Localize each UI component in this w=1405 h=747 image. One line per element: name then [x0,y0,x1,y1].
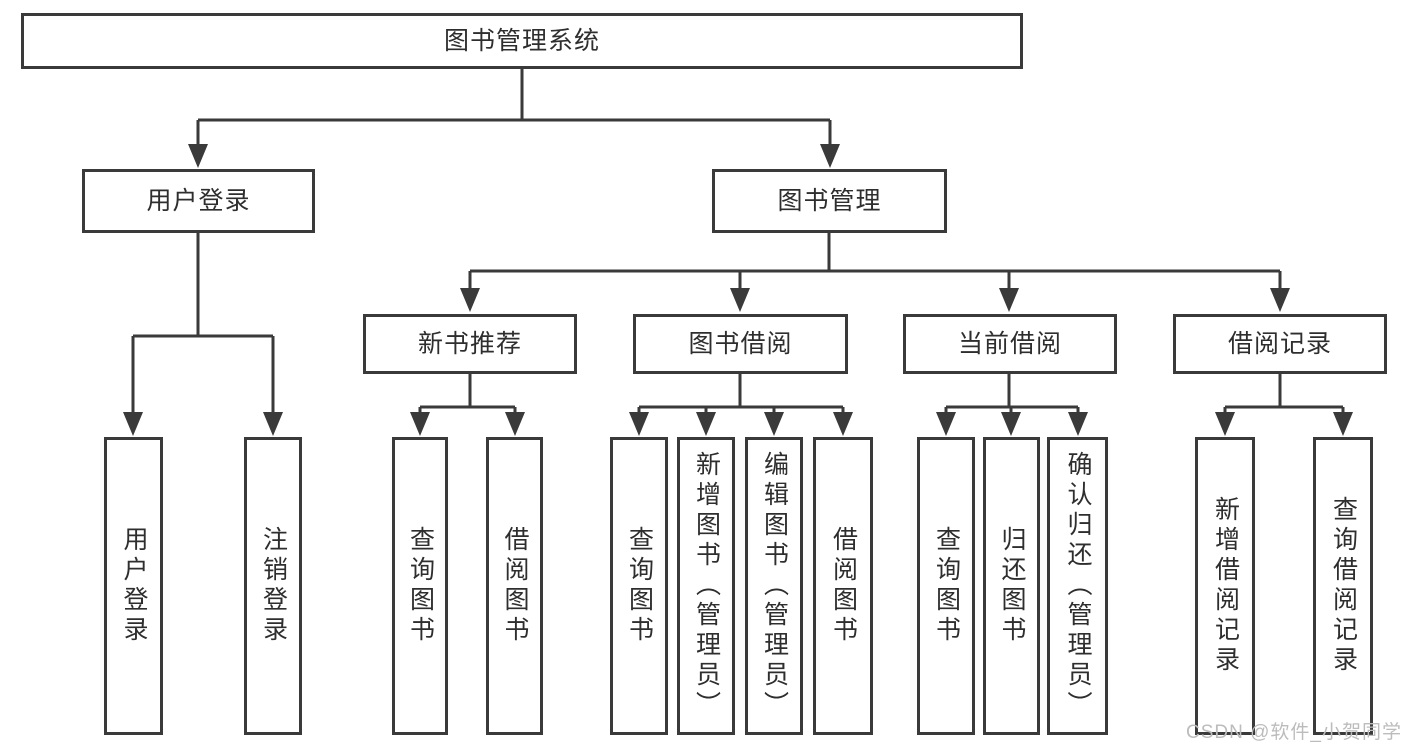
node-label: 新增借阅记录 [1211,496,1240,676]
node-label: 借阅记录 [1227,329,1332,358]
node-label: 借阅图书 [829,526,858,646]
leaf-user-login: 用户登录 [104,437,163,735]
node-label: 查询图书 [932,526,961,646]
node-new-book-recommend: 新书推荐 [363,314,577,374]
node-label: 用户登录 [146,186,251,215]
connector-book-management-to-level3 [460,232,1290,312]
node-label: 新书推荐 [417,329,522,358]
leaf-query-borrow-record: 查询借阅记录 [1313,437,1373,735]
node-book-management: 图书管理 [712,169,947,233]
leaf-query-books-recommend: 查询图书 [392,437,448,735]
leaf-add-borrow-record: 新增借阅记录 [1195,437,1255,735]
node-label: 查询图书 [625,526,654,646]
node-label: 注销登录 [259,526,288,646]
node-label: 查询借阅记录 [1329,496,1358,676]
leaf-borrow-books-recommend: 借阅图书 [486,437,543,735]
leaf-query-books-current: 查询图书 [917,437,975,735]
node-label: 归还图书 [998,526,1026,646]
leaf-query-books-borrowing: 查询图书 [610,437,668,735]
connector-new-book-to-leaves [410,373,525,436]
node-current-borrowing: 当前借阅 [903,314,1117,374]
node-label: 查询图书 [406,526,435,646]
node-label: 借阅图书 [501,526,529,646]
node-label: 新增图书（管理员） [692,451,721,721]
connector-root-to-level2 [188,69,840,168]
connector-book-borrowing-to-leaves [629,373,853,436]
node-label: 图书管理系统 [443,26,600,55]
leaf-logout: 注销登录 [244,437,302,735]
watermark: CSDN @软件_小贺同学 [1186,722,1402,743]
leaf-edit-book-admin: 编辑图书（管理员） [745,437,803,735]
connector-user-login-to-leaves [123,232,283,436]
node-library-management-system: 图书管理系统 [21,13,1023,69]
leaf-borrow-books: 借阅图书 [813,437,873,735]
node-label: 用户登录 [120,526,148,646]
node-book-borrowing: 图书借阅 [633,314,848,374]
node-user-login: 用户登录 [82,169,315,233]
node-borrowing-records: 借阅记录 [1173,314,1387,374]
node-label: 确认归还（管理员） [1064,451,1092,721]
connector-borrow-records-to-leaves [1215,373,1353,436]
connector-current-borrowing-to-leaves [936,373,1088,436]
leaf-return-book: 归还图书 [983,437,1040,735]
node-label: 图书管理 [777,186,882,215]
node-label: 图书借阅 [688,329,793,358]
node-label: 编辑图书（管理员） [760,451,789,721]
leaf-add-book-admin: 新增图书（管理员） [677,437,735,735]
node-label: 当前借阅 [957,329,1062,358]
leaf-confirm-return-admin: 确认归还（管理员） [1047,437,1108,735]
